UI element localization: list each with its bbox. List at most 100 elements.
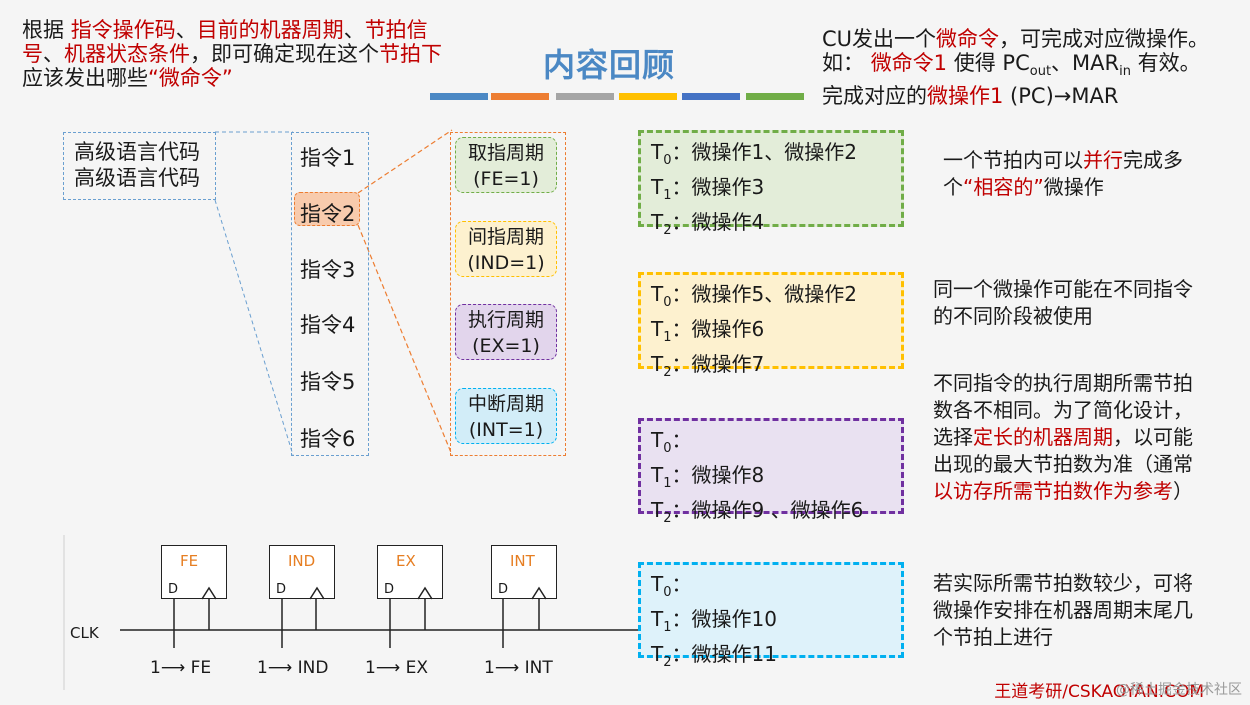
d-input-label: D (498, 582, 509, 597)
beat-colon: ： (671, 317, 692, 341)
beat-colon: ： (671, 175, 692, 199)
beat-label: T (651, 642, 664, 666)
clock-triangle-icon (309, 586, 325, 600)
timing-row: T1：微操作8 (651, 462, 901, 497)
beat-label: T (651, 317, 664, 341)
beat-colon: ： (671, 642, 692, 666)
note-parallel: 一个节拍内可以并行完成多个“相容的”微操作 (943, 148, 1183, 199)
cycle-item: 执行周期(EX=1) (455, 304, 557, 360)
beat-colon: ： (671, 210, 692, 234)
beat-label: T (651, 175, 664, 199)
cycle-item: 中断周期(INT=1) (455, 388, 557, 444)
cycle-flag: (IND=1) (467, 252, 545, 274)
clock-triangle-icon (531, 586, 547, 600)
beat-label: T (651, 210, 664, 234)
beat-colon: ： (671, 607, 692, 631)
d-input-label: D (168, 582, 179, 597)
top-left-description: 根据 指令操作码、目前的机器周期、节拍信号、机器状态条件，即可确定现在这个节拍下… (22, 18, 442, 90)
beat-index: 1 (663, 330, 672, 345)
instruction-item: 指令6 (300, 427, 356, 451)
beat-colon: ： (671, 572, 692, 596)
note-fixed-cycle: 不同指令的执行周期所需节拍数各不相同。为了简化设计，选择定长的机器周期，以可能出… (933, 371, 1193, 503)
d-input-label: D (384, 582, 395, 597)
cycle-name: 取指周期 (467, 142, 544, 164)
timing-row: T0：微操作5、微操作2 (651, 281, 901, 316)
title-stripe (430, 93, 488, 100)
cycle-flag: (FE=1) (473, 168, 539, 190)
micro-op-line: 完成对应的微操作1 (PC)→MAR (822, 84, 1119, 109)
instruction-item: 指令5 (300, 370, 356, 394)
cycle-item: 取指周期 (FE=1) (455, 137, 557, 193)
high-level-code-box: 高级语言代码 高级语言代码 (63, 132, 216, 200)
beat-index: 1 (663, 188, 672, 203)
watermark: @稀土掘金技术社区 (1116, 682, 1242, 698)
beat-colon: ： (671, 282, 692, 306)
signal-label: 1⟶ FE (150, 658, 212, 678)
timing-row: T1：微操作10 (651, 606, 901, 641)
title-stripe (746, 93, 804, 100)
timing-row: T0：微操作1、微操作2 (651, 139, 901, 174)
beat-index: 0 (663, 153, 672, 168)
micro-ops: 微操作5、微操作2 (691, 282, 857, 306)
instruction-item: 指令2 (300, 202, 356, 226)
beat-index: 2 (663, 655, 672, 670)
beat-label: T (651, 428, 664, 452)
instruction-highlight (294, 192, 360, 226)
micro-ops: 微操作9 、微操作6 (691, 498, 864, 522)
beat-index: 0 (663, 295, 672, 310)
slide-title: 内容回顾 (543, 46, 676, 84)
micro-ops: 微操作7 (691, 352, 765, 376)
flipflop-name: IND (288, 552, 316, 570)
beat-colon: ： (671, 498, 692, 522)
beat-index: 2 (663, 511, 672, 526)
cycle-flag: (EX=1) (472, 335, 540, 357)
timing-row: T0： (651, 427, 901, 462)
top-right-description: CU发出一个微命令，可完成对应微操作。 如： 微命令1 使得 PCout、MAR… (822, 27, 1242, 108)
micro-ops: 微操作1、微操作2 (691, 140, 857, 164)
timing-row: T0： (651, 571, 901, 606)
beat-label: T (651, 140, 664, 164)
beat-index: 1 (663, 620, 672, 635)
title-stripe (491, 93, 549, 100)
signal-label: 1⟶ IND (257, 658, 329, 678)
beat-index: 0 (663, 441, 672, 456)
micro-ops: 微操作6 (691, 317, 765, 341)
clock-triangle-icon (201, 586, 217, 600)
beat-colon: ： (671, 463, 692, 487)
flipflop-name: INT (510, 552, 535, 570)
micro-ops: 微操作10 (691, 607, 777, 631)
timing-row: T2：微操作7 (651, 351, 901, 386)
cycle-flag: (INT=1) (468, 419, 544, 441)
title-stripe (682, 93, 740, 100)
flipflop-name: EX (396, 552, 416, 570)
beat-index: 2 (663, 365, 672, 380)
beat-index: 2 (663, 223, 672, 238)
instruction-list-box (291, 132, 369, 456)
micro-ops: 微操作11 (691, 642, 777, 666)
micro-ops: 微操作4 (691, 210, 765, 234)
beat-colon: ： (671, 352, 692, 376)
beat-colon: ： (671, 140, 692, 164)
beat-label: T (651, 572, 664, 596)
cycle-item: 间指周期(IND=1) (455, 221, 557, 277)
note-fewer-beats: 若实际所需节拍数较少，可将微操作安排在机器周期末尾几个节拍上进行 (933, 571, 1193, 649)
timing-row: T2：微操作11 (651, 641, 901, 676)
title-stripe (619, 93, 677, 100)
beat-label: T (651, 282, 664, 306)
clock-triangle-icon (417, 586, 433, 600)
beat-label: T (651, 498, 664, 522)
signal-label: 1⟶ INT (484, 658, 553, 678)
timing-row: T1：微操作6 (651, 316, 901, 351)
beat-label: T (651, 607, 664, 631)
title-stripe (556, 93, 614, 100)
cu-line: CU发出一个微命令，可完成对应微操作。 (822, 27, 1210, 51)
